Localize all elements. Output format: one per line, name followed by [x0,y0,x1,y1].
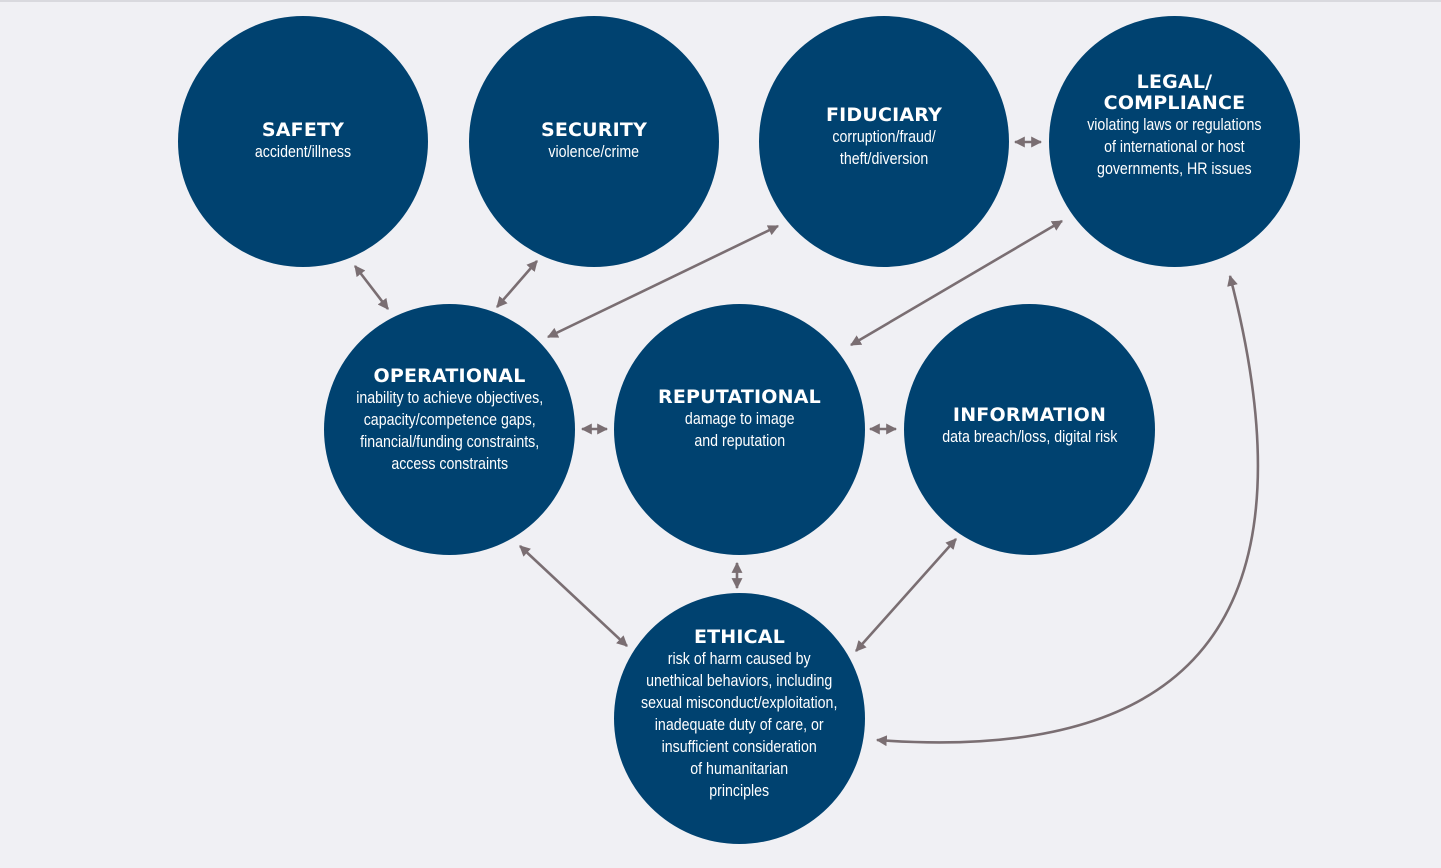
node-reputational-title: REPUTATIONAL [658,386,821,408]
node-security-desc: violence/crime [548,143,640,161]
node-reputational: REPUTATIONAL damage to image and reputat… [614,304,865,555]
node-legal: LEGAL/ COMPLIANCE violating laws or regu… [1049,16,1300,267]
node-legal-desc: violating laws or regulations of interna… [1087,115,1262,178]
arrow-safety-operational [353,265,390,310]
node-safety: SAFETY accident/illness [178,16,428,267]
node-legal-title: LEGAL/ COMPLIANCE [1103,70,1246,114]
node-security-title: SECURITY [540,119,648,141]
node-information-desc: data breach/loss, digital risk [941,428,1118,446]
node-operational: OPERATIONAL inability to achieve objecti… [324,304,575,555]
arrow-information-ethical [855,538,957,652]
node-fiduciary-desc: corruption/fraud/ theft/diversion [832,128,936,168]
node-fiduciary-title: FIDUCIARY [825,104,943,126]
node-safety-desc: accident/illness [254,143,352,161]
node-ethical-desc: risk of harm caused by unethical behavio… [641,650,838,800]
node-operational-title: OPERATIONAL [373,365,526,387]
top-divider [0,0,1441,2]
node-security: SECURITY violence/crime [469,16,719,267]
arrow-fiduciary-operational [547,224,779,339]
node-safety-title: SAFETY [261,119,345,141]
node-operational-desc: inability to achieve objectives, capacit… [356,389,543,473]
node-ethical: ETHICAL risk of harm caused by unethical… [614,593,865,844]
node-ethical-title: ETHICAL [693,626,786,648]
node-reputational-desc: damage to image and reputation [684,410,795,450]
node-information-title: INFORMATION [952,404,1107,426]
arrow-security-operational [496,260,538,308]
arrow-operational-ethical [519,545,628,647]
node-information: INFORMATION data breach/loss, digital ri… [904,304,1155,555]
arrow-legal-ethical [875,274,1260,747]
node-fiduciary: FIDUCIARY corruption/fraud/ theft/divers… [759,16,1009,267]
